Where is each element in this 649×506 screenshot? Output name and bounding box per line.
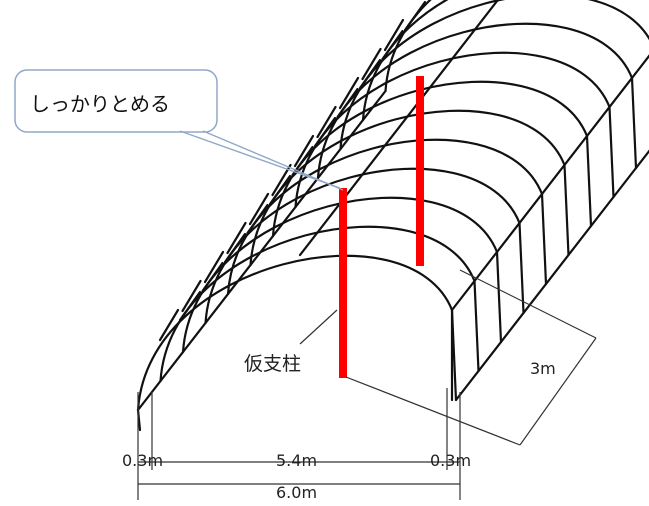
bracing <box>403 0 427 32</box>
arch-rib <box>294 51 611 209</box>
bracing <box>316 105 337 139</box>
right-base-purlin <box>454 149 649 402</box>
dimension-right-eave: 0.3m <box>430 451 471 470</box>
dimension-lines <box>137 269 597 500</box>
callout: しっかりとめる <box>14 69 344 191</box>
dimension-depth: 3m <box>530 359 556 378</box>
side-post <box>585 134 593 228</box>
post-label: 仮支柱 <box>244 353 301 375</box>
arch-rib <box>181 196 499 354</box>
bracing <box>178 290 202 322</box>
arch-rib <box>226 138 544 296</box>
greenhouse-frame <box>136 0 649 432</box>
left-base-purlin <box>136 89 387 412</box>
bracing <box>226 221 247 255</box>
bracing <box>203 250 225 284</box>
arch-rib <box>339 0 649 151</box>
bracing <box>248 192 270 226</box>
bracing <box>181 279 202 313</box>
side-post <box>563 163 570 257</box>
bracing <box>201 261 224 293</box>
callout-text: しっかりとめる <box>30 92 170 116</box>
side-post <box>473 279 480 373</box>
bracing <box>293 134 315 168</box>
side-post <box>540 192 548 286</box>
bracing <box>246 203 269 235</box>
side-post <box>518 221 525 315</box>
arch-rib <box>249 109 566 267</box>
callout-pointer-1 <box>179 130 341 189</box>
bracing <box>158 308 180 342</box>
arch-rib <box>136 254 454 412</box>
post-label-leader <box>299 309 338 345</box>
dimension-left-eave: 0.3m <box>122 451 163 470</box>
callout-box <box>14 69 218 133</box>
bracing <box>361 47 382 81</box>
arch-rib <box>316 22 634 180</box>
callout-pointer-2 <box>202 130 344 191</box>
dimension-span-inner: 5.4m <box>276 451 317 470</box>
bracing <box>313 116 337 148</box>
arch-rib <box>384 0 432 93</box>
side-post <box>495 250 503 344</box>
dimension-total-width: 6.0m <box>276 483 317 502</box>
side-post <box>630 76 638 170</box>
bracing <box>223 232 247 264</box>
bracing <box>381 29 404 61</box>
bracing <box>383 18 405 52</box>
side-post <box>608 105 615 199</box>
arch-rib <box>361 0 449 122</box>
arch-rib <box>204 167 521 325</box>
bracing <box>358 58 382 90</box>
bracing <box>338 76 360 110</box>
bracing <box>268 174 292 206</box>
bracing <box>336 87 359 119</box>
arch-rib <box>159 225 476 383</box>
right-eave-purlin <box>450 54 649 312</box>
